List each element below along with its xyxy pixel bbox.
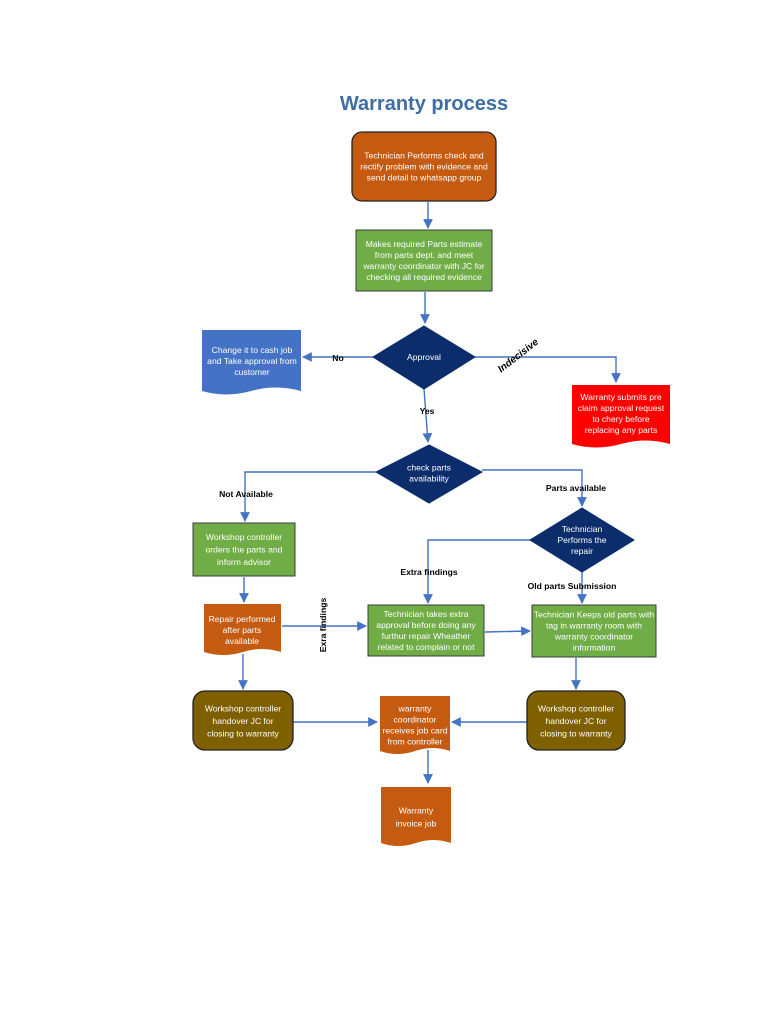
node-text-line: from controller <box>388 737 443 747</box>
node-text-line: Workshop controller <box>205 704 281 714</box>
edge-check-parts-available <box>482 469 587 507</box>
node-text-line: checking all required evidence <box>366 272 482 282</box>
node-text-line: Technician <box>562 524 603 534</box>
node-text-line: Repair performed <box>209 614 276 624</box>
node-approval-text: Approval <box>407 352 441 362</box>
node-text-line: Change it to cash job <box>212 345 293 355</box>
label-indecisive: Indecisive <box>496 337 541 376</box>
node-text-line: Technician takes extra <box>383 609 468 619</box>
connectors <box>238 202 621 784</box>
node-handover-left: Workshop controller handover JC for closin… <box>192 690 294 751</box>
node-approval: Approval <box>372 325 476 390</box>
node-text-line: closing to warranty <box>207 729 279 739</box>
node-text-line: coordinator <box>394 715 437 725</box>
label-yes: Yes <box>420 406 435 416</box>
node-text-line: closing to warranty <box>540 729 612 739</box>
node-handover-right: Workshop controller handover JC for closin… <box>526 690 626 751</box>
node-text-line: Workshop controller <box>538 704 614 714</box>
node-text-line: tag in warranty room with <box>546 621 642 631</box>
node-text-line: Workshop controller <box>206 532 282 542</box>
node-text-line: handover JC for <box>545 716 606 726</box>
node-text-line: inform advisor <box>217 557 271 567</box>
node-text-line: invoice job <box>396 819 437 829</box>
node-text-line: Technician Performs check and <box>364 151 484 161</box>
node-text-line: after parts <box>223 625 262 635</box>
node-text-line: repair <box>571 546 593 556</box>
node-text-line: approval before doing any <box>376 620 476 630</box>
node-text-line: Technician Keeps old parts with <box>534 610 655 620</box>
node-text-line: claim approval request <box>578 403 665 413</box>
node-text-line: related to complain or not <box>378 642 476 652</box>
node-text-line: send detail to whatsapp group <box>367 173 482 183</box>
node-text-line: receives job card <box>383 726 448 736</box>
edge-approval-yes <box>422 388 433 443</box>
node-text-line: available <box>225 636 259 646</box>
node-handover-right-text: Workshop controller handover JC for closin… <box>538 704 614 739</box>
edge-repair-extra-findings <box>423 539 531 604</box>
node-text-line: from parts dept. and meet <box>375 250 474 260</box>
label-exra-findings: Exra findings <box>318 598 328 653</box>
node-text-line: and Take approval from <box>207 356 297 366</box>
node-text-line: replacing any parts <box>585 425 658 435</box>
node-text-line: Warranty <box>399 806 434 816</box>
label-not-available: Not Available <box>219 489 273 499</box>
node-text-line: orders the parts and <box>206 545 283 555</box>
node-text-line: warranty coordinator with JC for <box>362 261 484 271</box>
node-text-line: customer <box>234 367 269 377</box>
label-old-parts-submission: Old parts Submission <box>528 581 617 591</box>
node-text-line: check parts <box>407 463 451 473</box>
node-text-line: information <box>573 643 616 653</box>
node-text-line: to chery before <box>592 414 650 424</box>
node-invoice-text: Warranty invoice job <box>396 806 437 829</box>
label-no: No <box>332 353 343 363</box>
page-title: Warranty process <box>340 93 508 115</box>
node-handover-left-text: Workshop controller handover JC for closin… <box>205 704 281 739</box>
edge-check-not-available <box>240 471 376 522</box>
node-text-line: furthur repair Wheather <box>382 631 471 641</box>
node-text-line: warranty coordinator <box>554 632 633 642</box>
node-text-line: Warranty submits pre <box>580 392 662 402</box>
edge-extra-to-keep <box>484 626 531 637</box>
node-workshop-order: Workshop controller orders the parts and i… <box>192 522 296 577</box>
node-text-line: warranty <box>398 704 433 714</box>
node-text-line: Makes required Parts estimate <box>366 239 483 249</box>
node-text-line: availability <box>409 474 449 484</box>
label-parts-available: Parts available <box>546 483 606 493</box>
node-text-line: Performs the <box>557 535 606 545</box>
label-extra-findings: Extra findings <box>400 567 458 577</box>
node-text-line: handover JC for <box>212 716 273 726</box>
node-text-line: Approval <box>407 352 441 362</box>
node-workshop-order-text: Workshop controller orders the parts and i… <box>206 532 283 567</box>
node-invoice: Warranty invoice job <box>381 787 451 846</box>
node-text-line: rectify problem with evidence and <box>360 162 488 172</box>
edge-approval-indecisive <box>475 356 621 383</box>
